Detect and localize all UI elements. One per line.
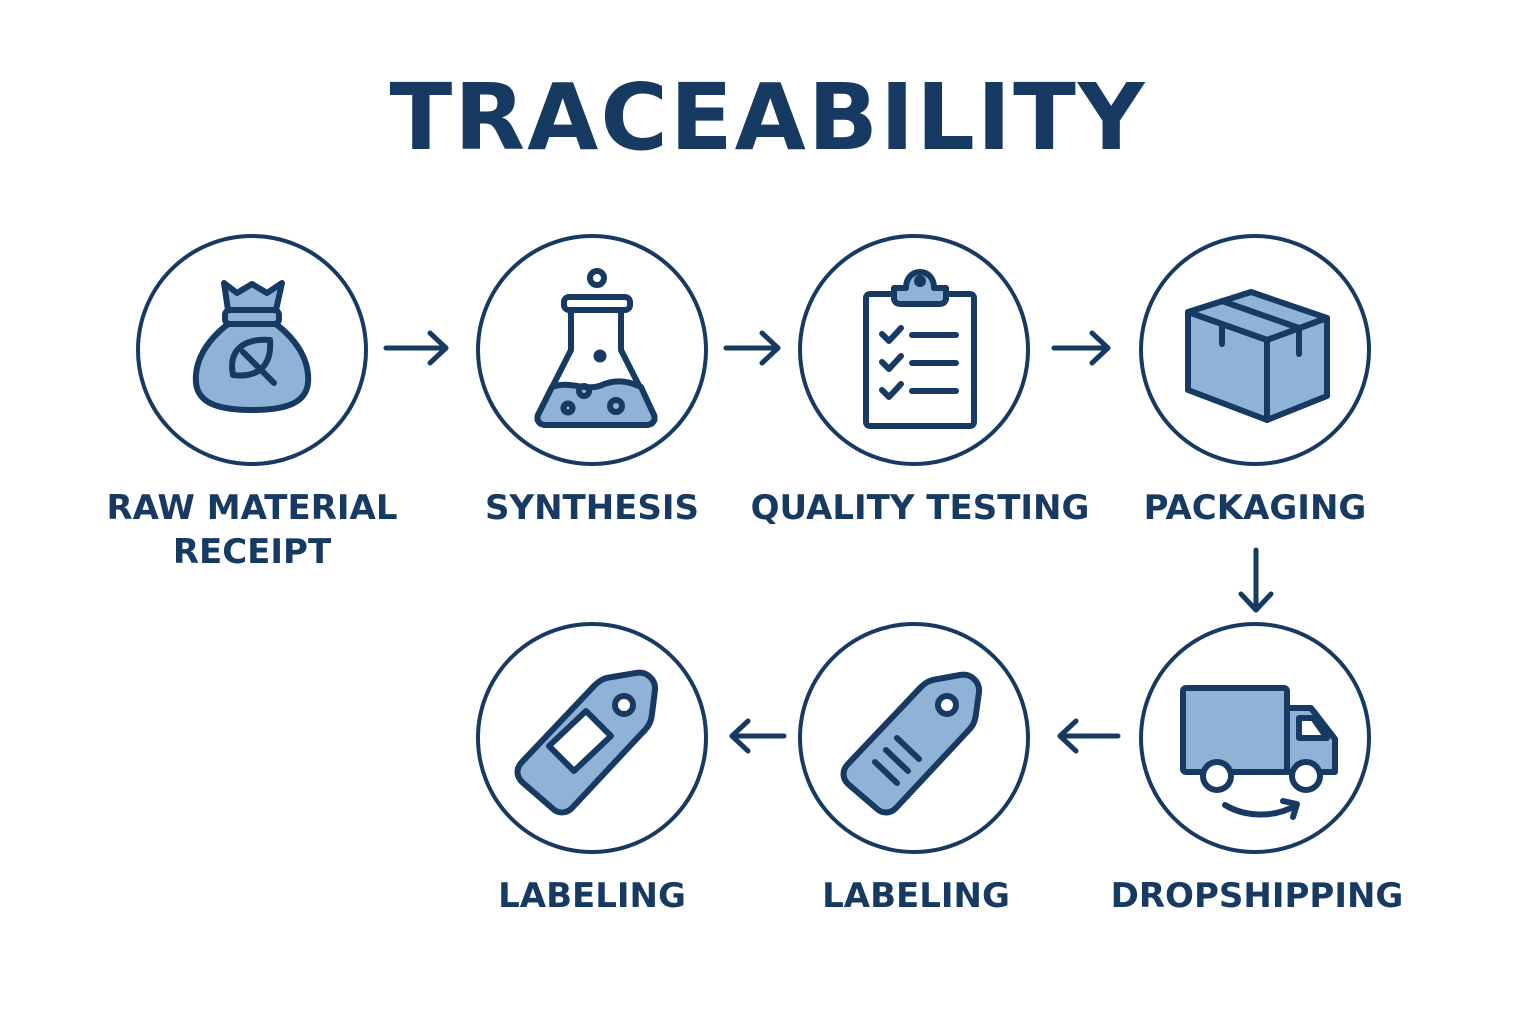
stage-dropshipping	[1139, 622, 1371, 854]
stage-quality-testing	[798, 234, 1030, 466]
blank-tag-icon	[514, 669, 659, 816]
stage-packaging	[1139, 234, 1371, 466]
stage-label-packaging: PACKAGING	[1143, 488, 1367, 528]
truck-icon	[1180, 685, 1338, 820]
flow-arrow-left	[726, 718, 788, 754]
stage-label-dropshipping: DROPSHIPPING	[1110, 876, 1404, 916]
flow-arrow-right	[1050, 330, 1114, 366]
barcode-tag-icon	[840, 671, 983, 816]
clipboard-checklist-icon	[863, 269, 977, 429]
page-title: TRACEABILITY	[389, 64, 1147, 171]
box-icon	[1185, 289, 1330, 423]
stage-labeling-blank	[476, 622, 708, 854]
flow-arrow-right	[382, 330, 452, 366]
stage-label-quality-testing: QUALITY TESTING	[750, 488, 1090, 528]
leaf-sack-icon	[192, 280, 312, 413]
stage-label-synthesis: SYNTHESIS	[484, 488, 700, 528]
stage-labeling-barcode	[798, 622, 1030, 854]
flow-arrow-down	[1236, 546, 1276, 616]
flow-arrow-left	[1054, 718, 1122, 754]
stage-synthesis	[476, 234, 708, 466]
stage-label-raw-material-receipt: RAW MATERIAL RECEIPT	[92, 486, 412, 574]
stage-raw-material-receipt	[136, 234, 368, 466]
stage-label-labeling-barcode: LABELING	[822, 876, 1010, 916]
stage-label-line-1: RAW MATERIAL	[106, 488, 398, 528]
stage-label-line-2: RECEIPT	[172, 532, 332, 572]
flask-icon	[534, 268, 658, 428]
stage-label-labeling-blank: LABELING	[498, 876, 686, 916]
flow-arrow-right	[722, 330, 784, 366]
